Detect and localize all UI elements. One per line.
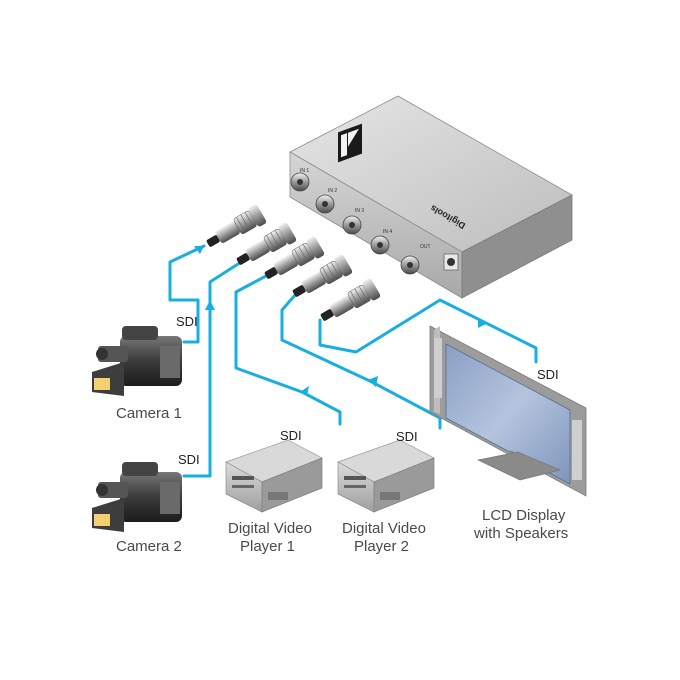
bnc-plug-out [316, 276, 382, 329]
port-label-in-4: IN 4 [383, 229, 392, 235]
digitools-switcher: Digitools IN 1 IN 2 IN 3 IN 4 OUT [289, 95, 573, 299]
bnc-port-in-1 [290, 172, 310, 192]
cable-camera1 [168, 244, 206, 344]
player-2-label-line2: Player 2 [354, 538, 409, 555]
player-1-label-line2: Player 1 [240, 538, 295, 555]
cable-player2 [280, 292, 442, 430]
port-label-in-3: IN 3 [355, 208, 364, 214]
bnc-port-in-3 [342, 215, 362, 235]
arrow-player2 [368, 376, 378, 387]
camera-1-icon [92, 326, 182, 396]
arrow-camera2 [205, 300, 215, 310]
lcd-display-label-line1: LCD Display [482, 507, 566, 524]
digital-video-player-2-icon [337, 439, 435, 513]
bnc-port-in-4 [370, 235, 390, 255]
port-label-out: OUT [420, 244, 431, 250]
sdi-label-camera1: SDI [176, 314, 198, 329]
camera-2-label: Camera 2 [116, 538, 182, 555]
cable-camera2 [182, 262, 240, 478]
sdi-label-camera2: SDI [178, 452, 200, 467]
sdi-label-player2: SDI [396, 429, 418, 444]
port-label-in-2: IN 2 [328, 188, 337, 194]
cable-display [318, 298, 538, 364]
power-jack [443, 253, 459, 271]
sdi-label-display: SDI [537, 367, 559, 382]
lcd-display-icon [429, 325, 587, 497]
lcd-display-label-line2: with Speakers [473, 525, 568, 542]
camera-2-icon [92, 462, 182, 532]
arrow-camera1 [194, 246, 204, 254]
arrow-player1 [300, 386, 309, 396]
arrow-display [478, 318, 488, 328]
player-2-label-line1: Digital Video [342, 520, 426, 537]
player-1-label-line1: Digital Video [228, 520, 312, 537]
camera-1-label: Camera 1 [116, 405, 182, 422]
kramer-logo [338, 123, 362, 163]
digital-video-player-1-icon [225, 439, 323, 513]
bnc-port-in-2 [315, 194, 335, 214]
bnc-port-out [400, 255, 420, 275]
cable-player1 [234, 274, 342, 426]
sdi-label-player1: SDI [280, 428, 302, 443]
port-label-in-1: IN 1 [300, 168, 309, 174]
device-side-face [461, 194, 573, 299]
